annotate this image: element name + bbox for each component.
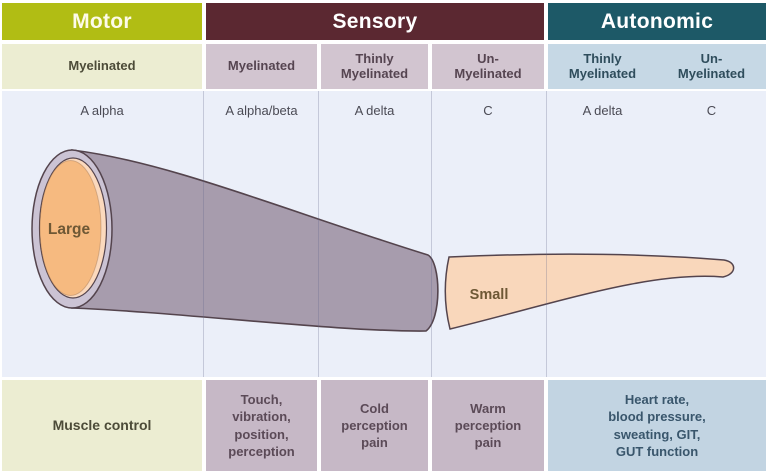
subheader-autonomic: Thinly Myelinated Un- Myelinated: [548, 44, 766, 89]
subheader-sensory-myelinated: Myelinated: [206, 44, 317, 89]
fiber-label-c-sensory: C: [483, 102, 493, 118]
header-motor: Motor: [2, 3, 202, 40]
header-sensory: Sensory: [206, 3, 544, 40]
large-fiber-label: Large: [48, 221, 91, 238]
subheader-autonomic-thinly-myelinated: Thinly Myelinated: [568, 50, 637, 81]
function-sensory-unmyelinated: Warm perception pain: [432, 380, 544, 471]
column-divider-1: [203, 91, 204, 377]
subheader-sensory-unmyelinated: Un- Myelinated: [432, 44, 544, 89]
fiber-label-a-alpha-beta: A alpha/beta: [225, 102, 298, 118]
nerve-taper-illustration: Large Small: [31, 149, 735, 332]
small-fiber-label: Small: [470, 287, 509, 303]
function-motor: Muscle control: [2, 380, 202, 471]
fiber-label-a-alpha: A alpha: [80, 102, 124, 118]
small-fiber-shape: [444, 253, 735, 330]
axon-core: [39, 160, 102, 296]
column-divider-4: [546, 91, 547, 377]
myelin-sheath-shape: [71, 149, 439, 332]
subheader-autonomic-unmyelinated: Un- Myelinated: [677, 50, 746, 81]
function-autonomic: Heart rate, blood pressure, sweating, GI…: [548, 380, 766, 471]
function-sensory-myelinated: Touch, vibration, position, perception: [206, 380, 317, 471]
function-sensory-thinly-myelinated: Cold perception pain: [321, 380, 428, 471]
header-autonomic: Autonomic: [548, 3, 766, 40]
fiber-label-a-delta-autonomic: A delta: [582, 102, 623, 118]
fiber-label-c-autonomic: C: [706, 102, 717, 118]
column-divider-3: [431, 91, 432, 377]
subheader-sensory-thinly-myelinated: Thinly Myelinated: [321, 44, 428, 89]
fiber-diagram-canvas: A alpha A alpha/beta A delta C A delta C…: [2, 91, 766, 377]
column-divider-2: [318, 91, 319, 377]
subheader-motor-myelinated: Myelinated: [2, 44, 202, 89]
fiber-label-a-delta-sensory: A delta: [354, 102, 395, 118]
